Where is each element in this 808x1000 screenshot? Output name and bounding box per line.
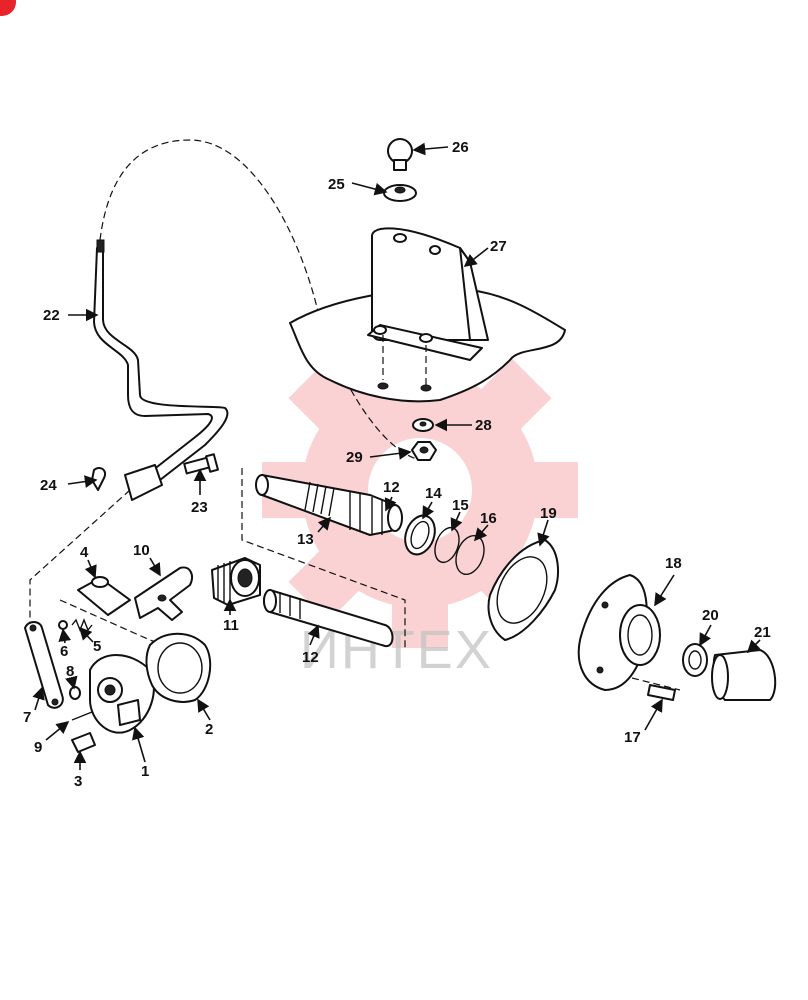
part-3-bolt bbox=[71, 732, 96, 753]
callout-12b: 12 bbox=[302, 649, 319, 666]
callout-5: 5 bbox=[93, 638, 101, 655]
callout-25: 25 bbox=[328, 176, 345, 193]
callout-12a: 12 bbox=[383, 479, 400, 496]
callout-20: 20 bbox=[702, 607, 719, 624]
part-26-knob bbox=[387, 138, 413, 171]
callout-27: 27 bbox=[490, 238, 507, 255]
callout-23: 23 bbox=[191, 499, 208, 516]
part-20-seal bbox=[682, 643, 708, 677]
callout-24: 24 bbox=[40, 477, 57, 494]
part-25-boot bbox=[383, 184, 417, 202]
callout-16: 16 bbox=[480, 510, 497, 527]
callout-4: 4 bbox=[80, 544, 89, 561]
part-5-spring bbox=[71, 618, 93, 632]
callout-13: 13 bbox=[297, 531, 314, 548]
callout-15: 15 bbox=[452, 497, 469, 514]
callout-1: 1 bbox=[141, 763, 149, 780]
part-2-gasket bbox=[145, 632, 212, 703]
callout-22: 22 bbox=[43, 307, 60, 324]
part-22-shift-lever bbox=[93, 239, 229, 501]
callout-6: 6 bbox=[60, 643, 68, 660]
callout-2: 2 bbox=[205, 721, 213, 738]
part-21-cap bbox=[711, 649, 777, 701]
callout-8: 8 bbox=[66, 663, 74, 680]
part-18-bearing-housing bbox=[577, 574, 661, 691]
part-7-lever bbox=[24, 621, 64, 709]
callout-3: 3 bbox=[74, 773, 82, 790]
part-6-ball bbox=[58, 620, 68, 630]
part-13-output-shaft bbox=[255, 474, 403, 536]
callout-17: 17 bbox=[624, 729, 641, 746]
part-4-shift-rail bbox=[77, 576, 131, 616]
callout-19: 19 bbox=[540, 505, 557, 522]
callout-7: 7 bbox=[23, 709, 31, 726]
part-1-housing-cover bbox=[89, 654, 155, 734]
part-27-shift-tower bbox=[289, 227, 566, 403]
shaft-bracket-line bbox=[241, 468, 406, 650]
callout-18: 18 bbox=[665, 555, 682, 572]
part-28-washer bbox=[412, 418, 434, 432]
cable-line bbox=[99, 139, 421, 461]
part-12-splined-shaft bbox=[263, 589, 394, 648]
callout-26: 26 bbox=[452, 139, 469, 156]
callout-14: 14 bbox=[425, 485, 442, 502]
part-29-nut bbox=[411, 441, 437, 461]
part-10-shift-fork bbox=[134, 566, 193, 621]
link-line-upper bbox=[29, 489, 131, 630]
part-17-bolt bbox=[647, 684, 676, 701]
callout-28: 28 bbox=[475, 417, 492, 434]
part-24-clip bbox=[91, 467, 106, 491]
callout-10: 10 bbox=[133, 542, 150, 559]
callout-11: 11 bbox=[223, 617, 239, 634]
leader-lines bbox=[32, 142, 761, 770]
part-9-pin bbox=[71, 711, 93, 721]
part-11-coupler bbox=[211, 557, 261, 606]
part-8-washer bbox=[69, 686, 81, 700]
corner-marker bbox=[0, 0, 16, 16]
callout-labels: 26 25 27 28 29 22 24 23 12 13 14 15 16 1… bbox=[23, 139, 771, 790]
part-19-gasket bbox=[487, 539, 559, 641]
callout-21: 21 bbox=[754, 624, 771, 641]
callout-29: 29 bbox=[346, 449, 363, 466]
callout-9: 9 bbox=[34, 739, 42, 756]
